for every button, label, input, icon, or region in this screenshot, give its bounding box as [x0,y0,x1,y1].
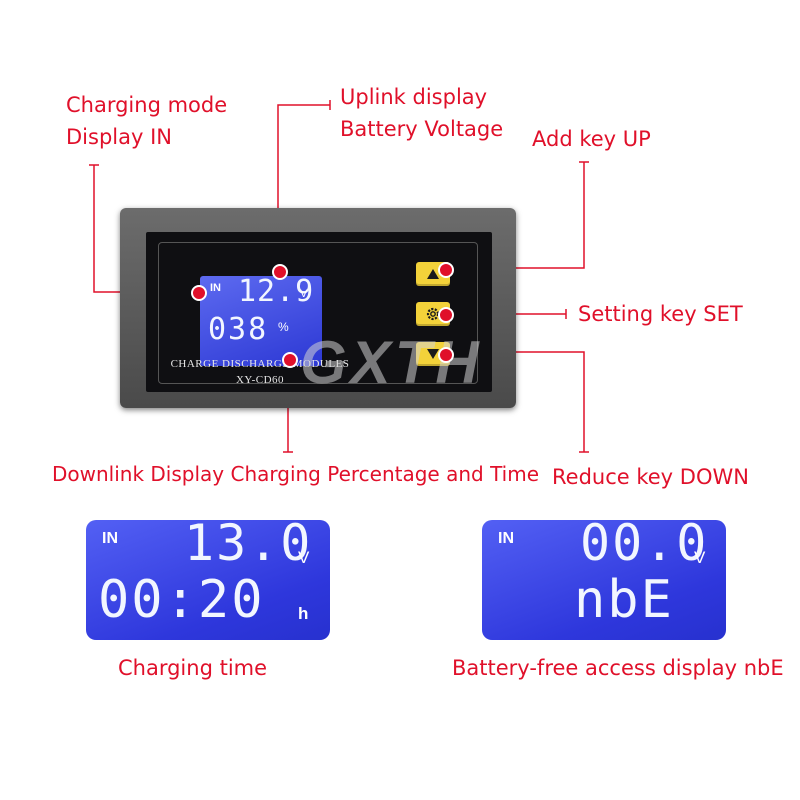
lcd-unit2: h [298,604,309,623]
label-uplink-display: Uplink display Battery Voltage [340,85,504,142]
lcd-voltage-unit: V [300,288,308,300]
lcd-charging-time: IN 13.0 V 00:20 h [86,514,330,640]
lcd-percent: 038 [208,312,269,347]
lcd-mode: IN [498,530,514,547]
lcd-unit1: V [298,548,310,567]
lcd-battery-free: IN 00.0 V nbE [482,514,726,640]
dot-up-key [438,262,454,278]
lcd-line2: nbE [574,570,674,630]
triangle-down-icon [427,349,439,359]
lcd-voltage: 12.9 [238,274,315,309]
caption-charging-time: Charging time [118,656,268,680]
label-downlink-display: Downlink Display Charging Percentage and… [52,462,540,486]
lcd-line1: 00.0 [580,514,709,572]
lcd-line1: 13.0 [184,514,313,572]
label-reduce-key: Reduce key DOWN [552,465,749,489]
lcd-unit1: V [694,548,706,567]
lcd-mode: IN [102,530,118,547]
module-panel: IN 12.9 V 038 % CHARGE DISCHARGE MODULES… [146,232,492,392]
caption-battery-free: Battery-free access display nbE [452,656,784,680]
lcd-line2: 00:20 [98,570,265,630]
module-model: XY-CD60 [235,374,285,386]
label-charging-mode: Charging mode Display IN [66,93,228,150]
module-lcd: IN 12.9 V 038 % [200,274,322,366]
dot-percent [282,352,298,368]
dot-mode [191,285,207,301]
label-add-key: Add key UP [532,127,651,151]
charge-discharge-module: IN 12.9 V 038 % CHARGE DISCHARGE MODULES… [120,208,516,408]
dot-down-key [438,347,454,363]
panel-frame [158,242,478,384]
lcd-percent-unit: % [278,320,289,334]
dot-set-key [438,307,454,323]
lcd-mode: IN [210,282,221,294]
module-name: CHARGE DISCHARGE MODULES [170,358,350,370]
triangle-up-icon [427,269,439,279]
dot-voltage [272,264,288,280]
label-setting-key: Setting key SET [578,302,743,326]
watermark: GXTH [300,329,483,396]
